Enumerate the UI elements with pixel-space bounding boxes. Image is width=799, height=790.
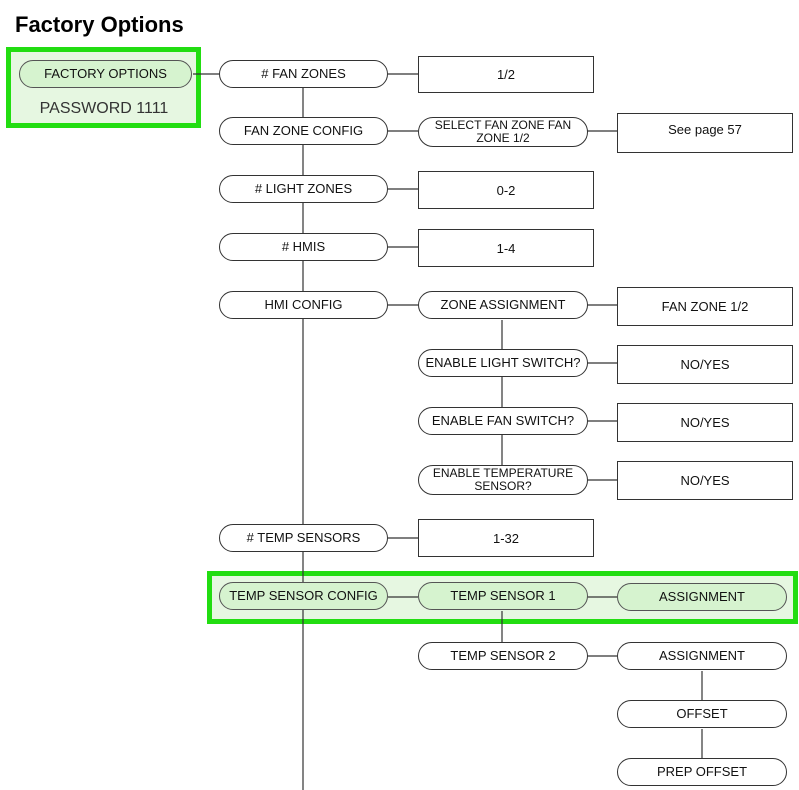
temp-sensor-1-label: TEMP SENSOR 1 [450, 588, 556, 603]
select-fan-zone-label: SELECT FAN ZONE FAN ZONE 1/2 [434, 118, 572, 145]
enable-temperature-sensor-label: ENABLE TEMPERATURE SENSOR? [432, 466, 574, 493]
enable-fan-switch-value: NO/YES [617, 403, 793, 442]
see-page-value: See page 57 [617, 113, 793, 153]
fan-zone-config-node: FAN ZONE CONFIG [219, 117, 388, 145]
factory-options-node: FACTORY OPTIONS [19, 60, 192, 88]
enable-temperature-sensor-value: NO/YES [617, 461, 793, 500]
enable-fan-switch-label: ENABLE FAN SWITCH? [431, 413, 575, 428]
temp-sensor-1-assignment-label: ASSIGNMENT [659, 589, 745, 604]
zone-assignment-value: FAN ZONE 1/2 [617, 287, 793, 326]
temp-sensors-node: # TEMP SENSORS [219, 524, 388, 552]
enable-temperature-sensor-node: ENABLE TEMPERATURE SENSOR? [418, 465, 588, 495]
enable-fan-switch-node: ENABLE FAN SWITCH? [418, 407, 588, 435]
password-label: PASSWORD 1111 [39, 100, 169, 117]
enable-light-switch-label: ENABLE LIGHT SWITCH? [425, 355, 581, 370]
enable-light-switch-value: NO/YES [617, 345, 793, 384]
light-zones-label: # LIGHT ZONES [254, 181, 353, 196]
fan-zones-label: # FAN ZONES [261, 66, 346, 81]
prep-offset-node: PREP OFFSET [617, 758, 787, 786]
temp-sensor-config-label: TEMP SENSOR CONFIG [229, 588, 378, 603]
temp-sensor-2-label: TEMP SENSOR 2 [450, 648, 556, 663]
hmis-value: 1-4 [418, 229, 594, 267]
light-zones-node: # LIGHT ZONES [219, 175, 388, 203]
enable-light-switch-node: ENABLE LIGHT SWITCH? [418, 349, 588, 377]
temp-sensors-label: # TEMP SENSORS [246, 530, 361, 545]
light-zones-value: 0-2 [418, 171, 594, 209]
temp-sensors-value: 1-32 [418, 519, 594, 557]
temp-sensor-1-node: TEMP SENSOR 1 [418, 582, 588, 610]
zone-assignment-node: ZONE ASSIGNMENT [418, 291, 588, 319]
hmi-config-node: HMI CONFIG [219, 291, 388, 319]
hmi-config-label: HMI CONFIG [264, 297, 343, 312]
temp-sensor-config-node: TEMP SENSOR CONFIG [219, 582, 388, 610]
hmis-label: # HMIS [281, 239, 326, 254]
temp-sensor-2-assignment-label: ASSIGNMENT [659, 648, 745, 663]
temp-sensor-2-assignment-node: ASSIGNMENT [617, 642, 787, 670]
prep-offset-label: PREP OFFSET [656, 764, 748, 779]
offset-label: OFFSET [676, 706, 728, 721]
select-fan-zone-node: SELECT FAN ZONE FAN ZONE 1/2 [418, 117, 588, 147]
hmis-node: # HMIS [219, 233, 388, 261]
fan-zones-value: 1/2 [418, 56, 594, 93]
fan-zone-config-label: FAN ZONE CONFIG [243, 123, 364, 138]
offset-node: OFFSET [617, 700, 787, 728]
page-title: Factory Options [15, 12, 184, 37]
temp-sensor-2-node: TEMP SENSOR 2 [418, 642, 588, 670]
zone-assignment-label: ZONE ASSIGNMENT [440, 297, 566, 312]
temp-sensor-1-assignment-node: ASSIGNMENT [617, 583, 787, 611]
fan-zones-node: # FAN ZONES [219, 60, 388, 88]
factory-options-label: FACTORY OPTIONS [44, 66, 167, 81]
